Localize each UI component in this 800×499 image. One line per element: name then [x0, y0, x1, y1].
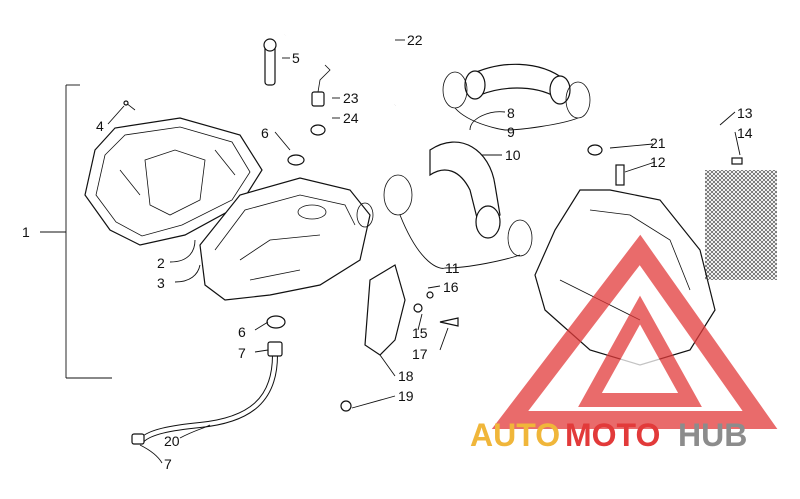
- callout-21: 21: [650, 135, 666, 151]
- callout-3: 3: [157, 275, 165, 291]
- callout-18: 18: [398, 368, 414, 384]
- callout-14: 14: [737, 125, 753, 141]
- washer-part-15: [413, 303, 423, 313]
- callout-22: 22: [407, 32, 423, 48]
- airbox-body: [199, 177, 374, 301]
- watermark-auto: AUTO: [470, 417, 560, 453]
- callout-5: 5: [292, 50, 300, 66]
- callout-1: 1: [22, 224, 30, 240]
- callout-16: 16: [443, 279, 459, 295]
- callout-15: 15: [412, 325, 428, 341]
- callout-13: 13: [737, 105, 753, 121]
- callout-2: 2: [157, 255, 165, 271]
- fitting-7-lower: [131, 433, 145, 445]
- callout-10: 10: [505, 147, 521, 163]
- pin-part-14: [731, 157, 743, 165]
- callout-23: 23: [343, 90, 359, 106]
- callout-4: 4: [96, 118, 104, 134]
- coupler-upper: [464, 63, 571, 105]
- callout-11: 11: [445, 260, 460, 276]
- bolt-part-17: [439, 317, 459, 327]
- callout-24: 24: [343, 110, 359, 126]
- fitting-7-upper: [267, 341, 283, 357]
- fitting-part-5: [263, 38, 277, 86]
- clamp-9a: [442, 71, 468, 109]
- clamp-11a: [383, 174, 413, 216]
- drain-hose: [139, 354, 278, 443]
- grommet-part-24: [310, 124, 326, 136]
- clamp-11b: [507, 219, 533, 257]
- grommet-lower: [266, 315, 286, 329]
- clamp-9b: [565, 81, 591, 119]
- watermark-hub: HUB: [678, 417, 747, 453]
- sensor-part-23: [311, 64, 331, 107]
- callout-7-upper: 7: [238, 345, 246, 361]
- cap-part-21: [587, 144, 603, 156]
- callout-6-lower: 6: [238, 324, 246, 340]
- assembly-bracket: [40, 84, 112, 379]
- callout-labels: 1 2 3 4 5 6 6 7 7 8 9 10 11 12 13 14 15 …: [22, 32, 753, 472]
- grommet-upper: [287, 154, 305, 166]
- callout-12: 12: [650, 154, 666, 170]
- nut-part-19: [340, 400, 352, 412]
- callout-20: 20: [164, 433, 180, 449]
- screen-mesh: [705, 170, 777, 280]
- callout-8: 8: [507, 105, 515, 121]
- coupler-lower: [429, 141, 501, 239]
- watermark-logo: [491, 234, 778, 429]
- callout-17: 17: [412, 346, 428, 362]
- watermark-text: AUTO MOTO HUB: [470, 417, 747, 453]
- nut-part-16: [426, 291, 434, 299]
- watermark-moto: MOTO: [565, 417, 660, 453]
- callout-9: 9: [507, 124, 515, 140]
- fitting-part-12: [615, 164, 625, 186]
- callout-7-lower: 7: [164, 456, 172, 472]
- bracket-part-18: [364, 264, 406, 356]
- callout-6-upper: 6: [261, 125, 269, 141]
- screw-part-4: [123, 100, 136, 111]
- callout-19: 19: [398, 388, 414, 404]
- leader-lines: [107, 39, 741, 464]
- breather-hose: [284, 30, 405, 107]
